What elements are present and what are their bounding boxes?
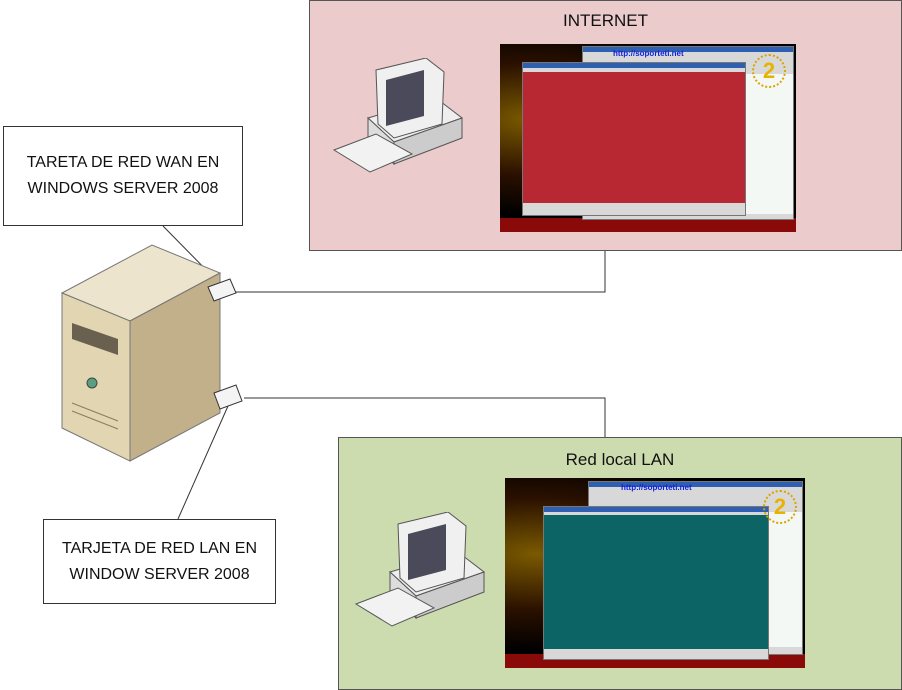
lan-label-line: WINDOW SERVER 2008 [69,565,250,583]
wan-link [236,251,606,293]
lan-screenshot: http://soporteti.net 2 [505,478,805,668]
lan-computer-icon [354,512,486,627]
lan-callout-line [177,405,229,520]
vm-desktop [523,72,745,203]
vm-window [543,506,769,660]
server-icon [60,244,243,462]
wan-label-line: TARETA DE RED WAN EN [26,154,220,171]
site-url: http://soporteti.net [621,483,692,492]
internet-title: INTERNET [563,11,648,30]
logo-badge: 2 [763,490,797,524]
lan-label-line: TARJETA DE RED LAN EN [62,539,257,557]
logo-badge: 2 [752,54,786,88]
wan-label-line: WINDOWS SERVER 2008 [27,180,219,197]
wan-port-icon [207,278,237,302]
site-url: http://soporteti.net [613,49,684,58]
lan-port-icon [213,384,243,410]
lan-link [244,397,606,437]
lan-nic-label: TARJETA DE RED LAN EN WINDOW SERVER 2008 [43,519,276,604]
vm-window [522,62,746,216]
lan-title: Red local LAN [565,450,675,469]
internet-computer-icon [332,58,464,173]
internet-screenshot: http://soporteti.net 2 [500,44,796,232]
wan-nic-label: TARETA DE RED WAN EN WINDOWS SERVER 2008 [3,126,243,226]
vm-desktop [544,515,768,649]
